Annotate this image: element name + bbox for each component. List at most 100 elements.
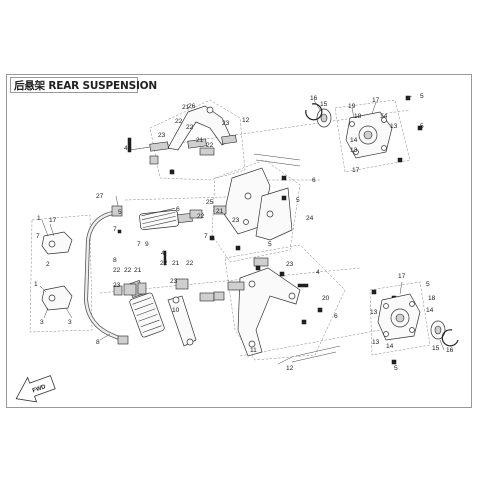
callout-22c: 22 <box>160 260 168 267</box>
callout-18b: 18 <box>428 295 436 302</box>
callout-25: 25 <box>206 199 214 206</box>
callout-16: 16 <box>310 95 318 102</box>
callout-13b: 13 <box>350 147 358 154</box>
bolt-4 <box>129 146 151 151</box>
callout-23c: 23 <box>158 132 166 139</box>
callout-14a: 14 <box>380 113 388 120</box>
callout-4c: 4 <box>316 269 320 276</box>
callout-17d: 17 <box>398 273 406 280</box>
bushings-mid <box>113 278 245 302</box>
front-knuckle-outline <box>334 99 411 173</box>
title-box <box>10 77 138 93</box>
callout-23b: 23 <box>170 278 178 285</box>
callout-3b: 3 <box>68 319 72 326</box>
callout-22d: 22 <box>186 260 194 267</box>
callout-21d: 21 <box>196 137 204 144</box>
snap-ring-upper <box>305 103 323 121</box>
callout-5b: 5 <box>170 169 174 176</box>
leader-lines <box>39 95 445 365</box>
callout-12: 12 <box>242 117 250 124</box>
stabilizer-bar <box>83 205 129 345</box>
callout-15b: 15 <box>432 345 440 352</box>
callouts: 1 17 7 2 1 3 3 8 27 5 7 6 9 7 4 22 22 21… <box>34 93 454 372</box>
callout-27: 27 <box>96 193 104 200</box>
callout-20: 20 <box>322 295 330 302</box>
callout-18: 18 <box>354 113 362 120</box>
callout-21c: 21 <box>182 104 190 111</box>
lower-arm-outline <box>224 244 346 361</box>
callout-7d: 7 <box>204 233 208 240</box>
callout-10: 10 <box>172 307 180 314</box>
callout-9: 9 <box>145 241 149 248</box>
callout-6b: 6 <box>312 177 316 184</box>
callout-19: 19 <box>348 103 356 110</box>
callout-14c: 14 <box>426 307 434 314</box>
callout-5h: 5 <box>394 365 398 372</box>
stabilizer-clamp-lower <box>41 285 73 311</box>
callout-22h: 22 <box>197 213 205 220</box>
diagram-title: 后悬架 REAR SUSPENSION <box>14 80 157 92</box>
diagram-frame <box>6 74 472 408</box>
shock-mount-bracket <box>223 167 293 241</box>
callout-5f: 5 <box>420 123 424 130</box>
callout-14d: 14 <box>386 343 394 350</box>
callout-11: 11 <box>250 347 257 354</box>
callout-21b: 21 <box>172 260 180 267</box>
callout-1: 1 <box>37 215 41 222</box>
callout-8: 8 <box>96 339 100 346</box>
callout-7: 7 <box>36 233 40 240</box>
shock-bracket-outline <box>211 159 301 263</box>
bearing-upper <box>316 108 332 128</box>
callout-22g: 22 <box>206 142 214 149</box>
bearing-lower <box>430 320 446 340</box>
rear-knuckle-outline <box>369 281 431 356</box>
callout-23d: 23 <box>222 120 230 127</box>
fwd-label: FWD <box>32 384 48 395</box>
trailing-arm-10 <box>167 295 197 347</box>
bushings-upper <box>149 147 269 267</box>
bolt-12-lower-b <box>291 351 337 363</box>
axis-line <box>239 329 381 357</box>
callout-17c: 17 <box>352 167 360 174</box>
callout-17b: 17 <box>372 97 380 104</box>
fwd-arrow-icon: FWD <box>15 375 56 403</box>
stabilizer-outline <box>29 214 93 333</box>
upper-arm-outline <box>149 99 246 181</box>
hub-upper <box>345 111 393 159</box>
callout-4: 4 <box>161 250 165 257</box>
callout-3: 3 <box>40 319 44 326</box>
shock-absorber-upper <box>139 207 193 230</box>
callout-26: 26 <box>188 103 196 110</box>
lower-a-arm <box>237 267 301 357</box>
stabilizer-clamp-upper <box>41 231 73 255</box>
callout-12b: 12 <box>286 365 294 372</box>
bolt-12b <box>255 159 301 167</box>
callout-22f: 22 <box>186 124 194 131</box>
callout-5: 5 <box>118 209 122 216</box>
axis-line <box>99 267 361 294</box>
callout-6: 6 <box>176 206 180 213</box>
callout-5d: 5 <box>268 241 272 248</box>
upper-a-arm <box>149 105 237 152</box>
callout-5e: 5 <box>420 93 424 100</box>
callout-5c: 5 <box>296 197 300 204</box>
callout-14b: 14 <box>350 137 358 144</box>
callout-1b: 1 <box>34 281 38 288</box>
callout-23e: 23 <box>232 217 240 224</box>
callout-13d: 13 <box>372 339 380 346</box>
callout-6c: 6 <box>334 313 338 320</box>
callout-23a: 23 <box>113 282 121 289</box>
callout-22b: 22 <box>124 267 132 274</box>
callout-17: 17 <box>49 217 57 224</box>
callout-22e: 22 <box>175 118 183 125</box>
callout-13c: 13 <box>370 309 378 316</box>
callout-15: 15 <box>320 101 328 108</box>
callout-13a: 13 <box>390 123 398 130</box>
callout-22a: 22 <box>113 267 121 274</box>
callout-24: 24 <box>306 215 314 222</box>
snap-ring-lower <box>441 329 459 347</box>
callout-2: 2 <box>46 261 50 268</box>
bolt-12-lower <box>295 345 341 357</box>
callout-7c: 7 <box>137 241 141 248</box>
